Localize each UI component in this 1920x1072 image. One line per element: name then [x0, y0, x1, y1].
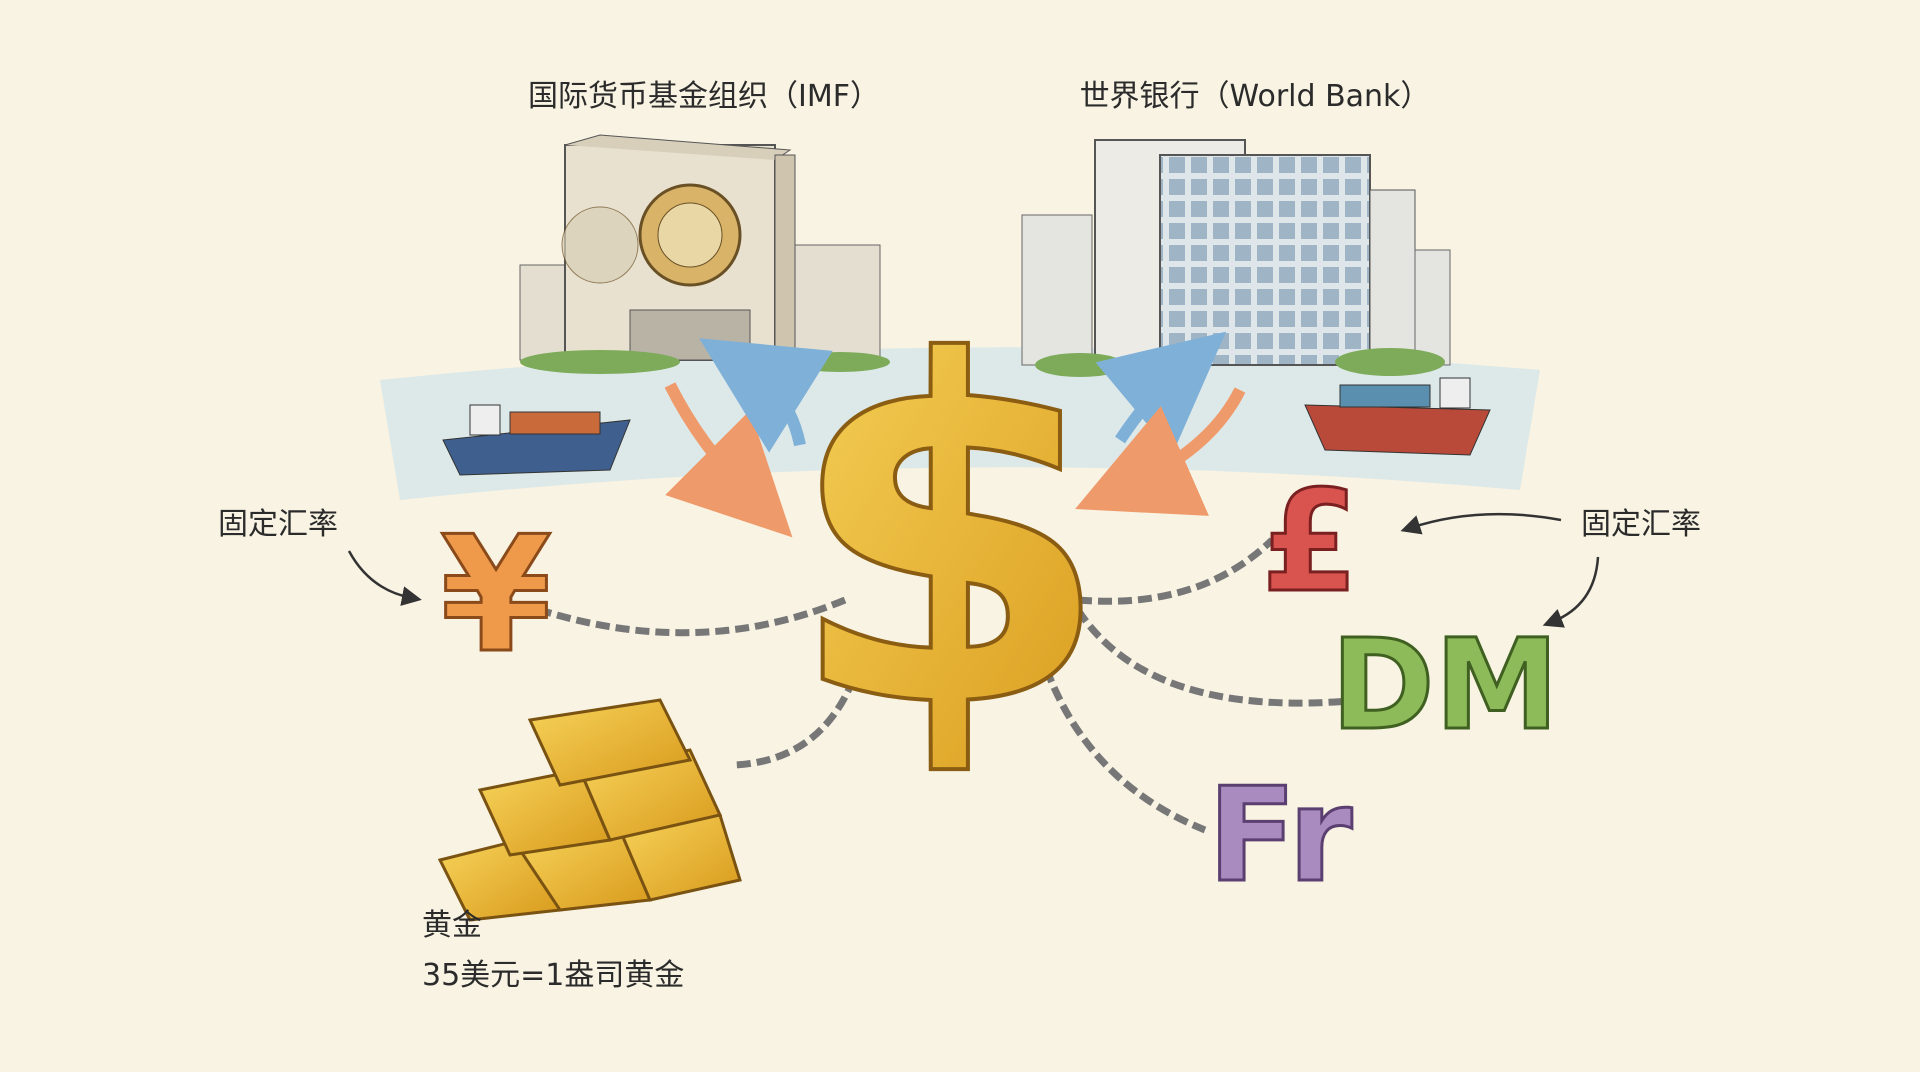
fixed-rate-left-label: 固定汇率: [218, 507, 338, 542]
chain-franc: [1036, 648, 1207, 834]
gold-peg-label: 35美元=1盎司黄金: [422, 958, 684, 993]
fixed-rate-left-arrow: [347, 550, 422, 606]
exchange-arrows: [664, 331, 1246, 538]
gold-bars: [437, 698, 742, 922]
chains: [538, 537, 1361, 834]
fixed-rate-right-label: 固定汇率: [1581, 507, 1701, 542]
arrow-orange-right: [1075, 387, 1246, 516]
arrow-blue-left: [699, 338, 833, 453]
chain-yen: [538, 596, 847, 637]
world-bank-building: [1021, 139, 1451, 377]
world-bank-label: 世界银行（World Bank）: [1080, 79, 1431, 114]
ship-right: [1304, 377, 1491, 456]
ship-left: [442, 404, 631, 476]
yen-symbol: ¥: [440, 501, 551, 688]
pound-symbol: £: [1261, 461, 1358, 624]
franc-symbol: Fr: [1208, 759, 1353, 911]
fixed-rate-right-arrow-2: [1542, 556, 1600, 628]
dollar-symbol: $: [785, 264, 1112, 811]
chain-gold: [734, 658, 864, 769]
chain-pound: [1077, 537, 1275, 605]
imf-label: 国际货币基金组织（IMF）: [528, 79, 880, 114]
mark-symbol: DM: [1331, 613, 1559, 758]
gold-title-label: 黄金: [422, 908, 482, 943]
fixed-rate-right-arrow-1: [1400, 512, 1562, 535]
imf-building: [519, 134, 890, 374]
